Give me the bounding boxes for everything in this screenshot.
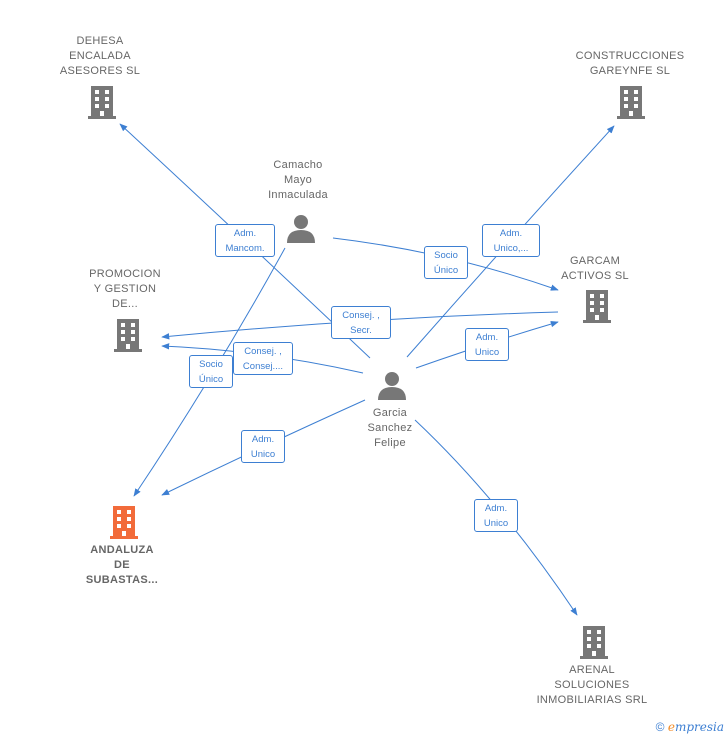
edge-label-socio-unico[interactable]: Socio Único: [189, 355, 233, 388]
edge-label-socio-unico[interactable]: Socio Único: [424, 246, 468, 279]
building-icon[interactable]: [581, 288, 613, 324]
node-label-garcia: Garcia Sanchez Felipe: [367, 407, 413, 449]
building-icon[interactable]: [86, 84, 118, 120]
edge-label-adm-mancom[interactable]: Adm. Mancom.: [215, 224, 275, 257]
edge-label-consej-secr[interactable]: Consej. , Secr.: [331, 306, 391, 339]
node-label-dehesa: DEHESA ENCALADA ASESORES SL: [59, 35, 141, 77]
node-label-promocion: PROMOCION Y GESTION DE...: [89, 268, 161, 310]
edge-label-adm-unico[interactable]: Adm. Unico: [465, 328, 509, 361]
edge-label-consej-consej[interactable]: Consej. , Consej....: [233, 342, 293, 375]
node-label-garcam: GARCAM ACTIVOS SL: [561, 255, 629, 282]
edge-label-adm-unico[interactable]: Adm. Unico: [241, 430, 285, 463]
brand-initial: e: [667, 720, 675, 734]
node-label-construcciones: CONSTRUCCIONES GAREYNFE SL: [575, 50, 685, 77]
edge-label-adm-unico[interactable]: Adm. Unico: [474, 499, 518, 532]
node-label-andaluza: ANDALUZA DE SUBASTAS...: [85, 544, 159, 586]
building-icon[interactable]: [108, 504, 140, 540]
footer-brand: © empresia: [656, 720, 724, 734]
brand-name: mpresia: [674, 720, 724, 734]
building-icon[interactable]: [615, 84, 647, 120]
building-icon[interactable]: [112, 317, 144, 353]
edge-label-adm-unico[interactable]: Adm. Unico,...: [482, 224, 540, 257]
building-icon[interactable]: [578, 624, 610, 660]
person-icon[interactable]: [377, 370, 407, 400]
node-label-camacho: Camacho Mayo Inmaculada: [268, 159, 328, 201]
copyright-icon: ©: [655, 720, 665, 734]
node-label-arenal: ARENAL SOLUCIONES INMOBILIARIAS SRL: [536, 664, 648, 706]
person-icon[interactable]: [286, 213, 316, 243]
